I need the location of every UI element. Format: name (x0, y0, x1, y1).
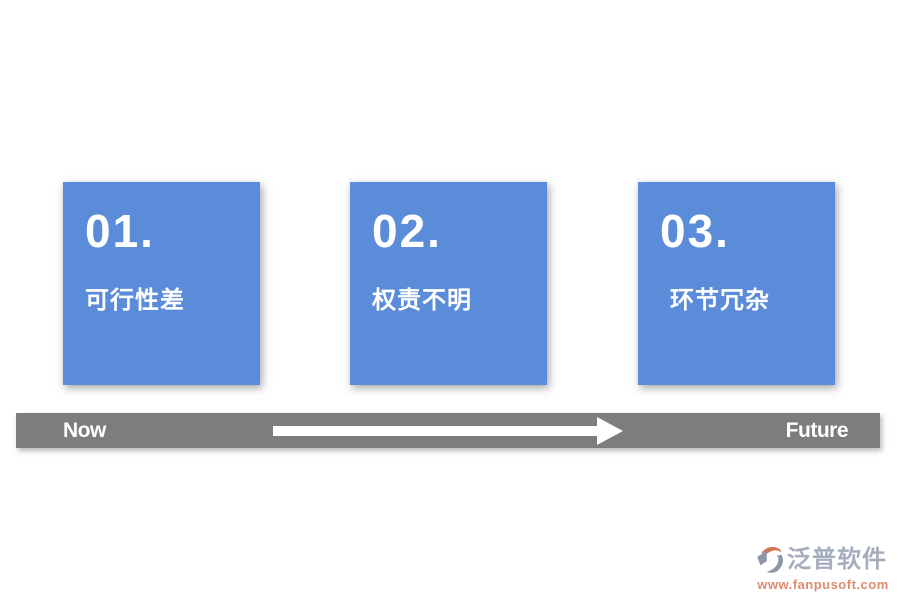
card-label: 权责不明 (372, 287, 472, 314)
watermark-brand-text: 泛普软件 (787, 545, 887, 573)
problem-card-1: 01. 可行性差 (63, 182, 260, 385)
card-label: 可行性差 (85, 287, 185, 314)
problem-card-2: 02. 权责不明 (350, 182, 547, 385)
fanpu-logo-icon (757, 546, 783, 573)
timeline-bar: Now Future (16, 413, 880, 448)
timeline-now-label: Now (63, 419, 106, 442)
watermark: 泛普软件 www.fanpusoft.com (753, 543, 893, 592)
watermark-url-text: www.fanpusoft.com (757, 577, 889, 592)
problem-card-3: 03. 环节冗杂 (638, 182, 835, 385)
card-number: 03. (660, 205, 730, 257)
card-label: 环节冗杂 (670, 287, 770, 314)
watermark-brand-row: 泛普软件 (753, 543, 893, 577)
card-number: 02. (372, 205, 442, 257)
right-arrow-icon (273, 417, 623, 445)
card-number: 01. (85, 205, 155, 257)
timeline-future-label: Future (785, 419, 849, 442)
